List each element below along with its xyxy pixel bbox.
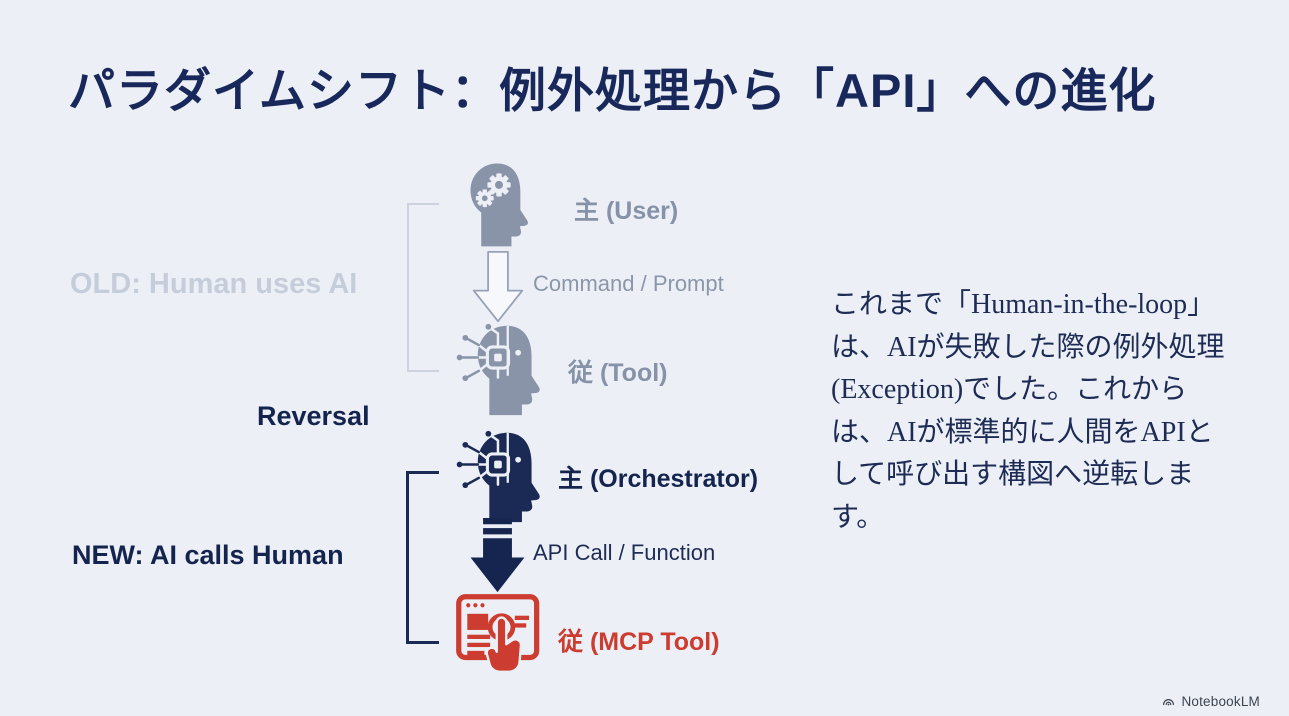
mcp-tool-node-label: 従 (MCP Tool) [558,628,720,656]
description-paragraph: これまで「Human-in-the-loop」は、AIが失敗した際の例外処理(E… [831,289,1225,533]
new-group-bracket [406,471,439,644]
notebooklm-logo-icon [1163,699,1175,706]
human-head-gears-icon [456,160,542,249]
down-arrow-outline-icon [470,251,526,323]
api-call-label: API Call / Function [533,540,716,565]
orchestrator-node-label: 主 (Orchestrator) [558,465,759,493]
brand-name: NotebookLM [1181,694,1260,709]
old-section-label: OLD: Human uses AI [70,268,358,300]
tool-node-label: 従 (Tool) [568,359,668,387]
user-node-label: 主 (User) [574,197,679,225]
down-arrow-solid-icon [468,518,527,595]
reversal-label: Reversal [257,401,370,431]
mcp-tool-browser-hand-icon [453,591,550,686]
command-prompt-label: Command / Prompt [533,271,724,296]
ai-head-circuit-gray-icon [447,322,547,418]
ai-head-circuit-navy-icon [447,429,547,525]
old-group-bracket [407,203,439,372]
footer-brand: NotebookLM [1161,694,1260,709]
page-title: パラダイムシフト：例外処理から「API」への進化 [68,64,1157,117]
new-section-label: NEW: AI calls Human [72,540,344,570]
